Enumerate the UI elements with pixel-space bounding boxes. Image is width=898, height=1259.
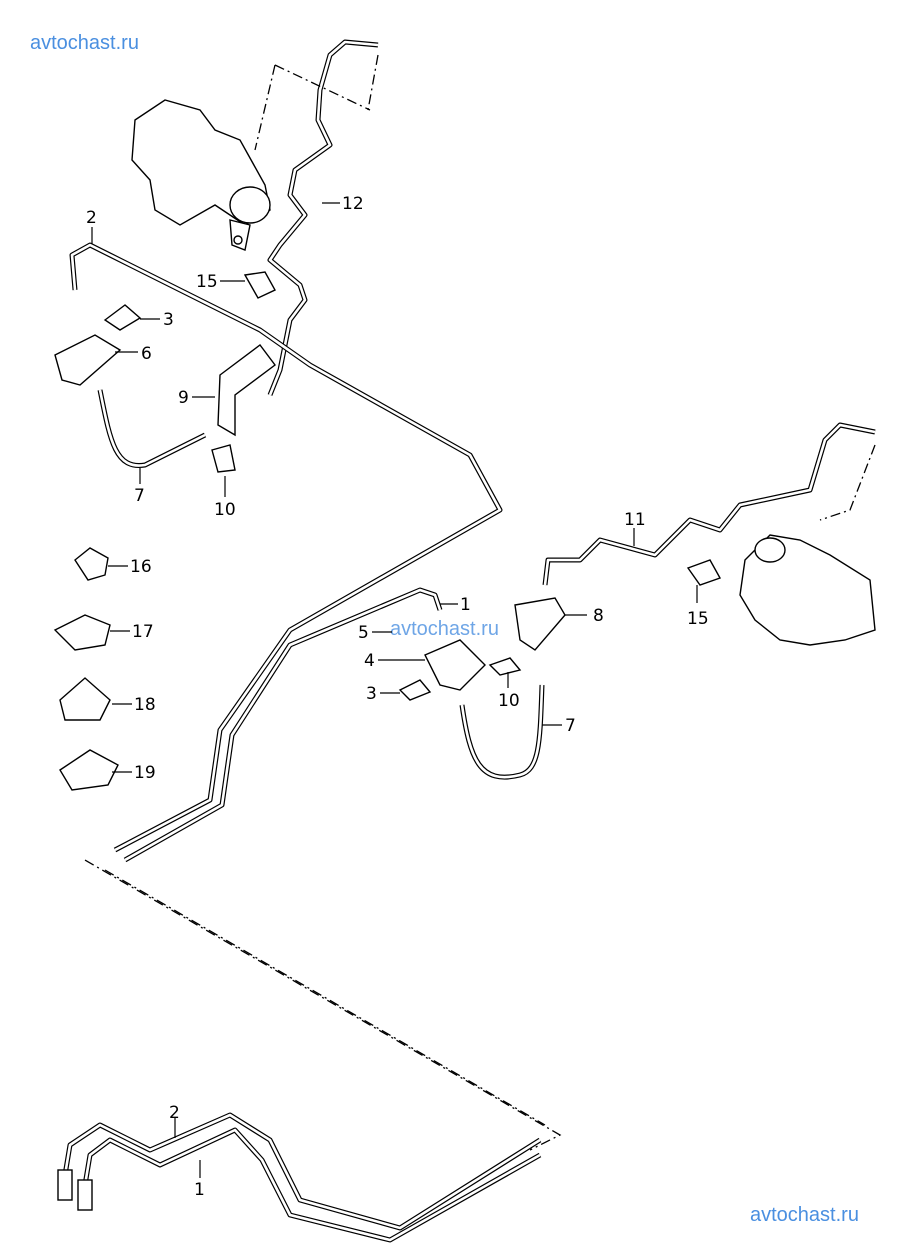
callout-15: 15: [196, 272, 218, 292]
watermark-top: avtochast.ru: [30, 32, 139, 54]
callout-6: 6: [141, 344, 152, 364]
callouts: 12 2 15 3 6 9 7 10 16 17 18 19 11 15 8 1…: [86, 194, 709, 1200]
callout-10: 10: [214, 500, 236, 520]
callout-16: 16: [130, 557, 152, 577]
callout-5: 5: [358, 623, 369, 643]
bracket-6: [54, 334, 122, 386]
clip-17: [53, 614, 111, 651]
brake-caliper-left: [131, 99, 271, 251]
clip-3-right: [398, 679, 432, 701]
callout-3: 3: [163, 310, 174, 330]
clip-19: [59, 749, 119, 791]
clip-10: [211, 444, 236, 473]
clip-18: [59, 677, 111, 721]
callout-19: 19: [134, 763, 156, 783]
clip-15: [243, 271, 276, 299]
callout-8: 8: [593, 606, 604, 626]
callout-2: 2: [86, 208, 97, 228]
callout-7-right: 7: [565, 716, 576, 736]
callout-1-bottom: 1: [194, 1180, 205, 1200]
callout-9: 9: [178, 388, 189, 408]
brake-caliper-right: [739, 534, 876, 646]
callout-3-right: 3: [366, 684, 377, 704]
clip-10-right: [488, 657, 522, 676]
callout-18: 18: [134, 695, 156, 715]
callout-15-right: 15: [687, 609, 709, 629]
callout-17: 17: [132, 622, 154, 642]
brake-hose-7: [97, 389, 207, 469]
brake-pipe-bottom: [62, 1112, 542, 1231]
clip-15-right: [686, 559, 722, 586]
callout-7: 7: [134, 486, 145, 506]
callout-12: 12: [342, 194, 364, 214]
clip-3: [103, 304, 142, 331]
bracket-4: [424, 639, 486, 691]
watermark-bottom: avtochast.ru: [750, 1204, 859, 1226]
callout-1: 1: [460, 595, 471, 615]
bracket-9: [217, 344, 276, 437]
callout-2-bottom: 2: [169, 1103, 180, 1123]
callout-10-right: 10: [498, 691, 520, 711]
watermark-middle: avtochast.ru: [390, 618, 499, 640]
bracket-8: [514, 597, 566, 651]
clip-16: [74, 547, 109, 581]
callout-4: 4: [364, 651, 375, 671]
callout-11: 11: [624, 510, 646, 530]
